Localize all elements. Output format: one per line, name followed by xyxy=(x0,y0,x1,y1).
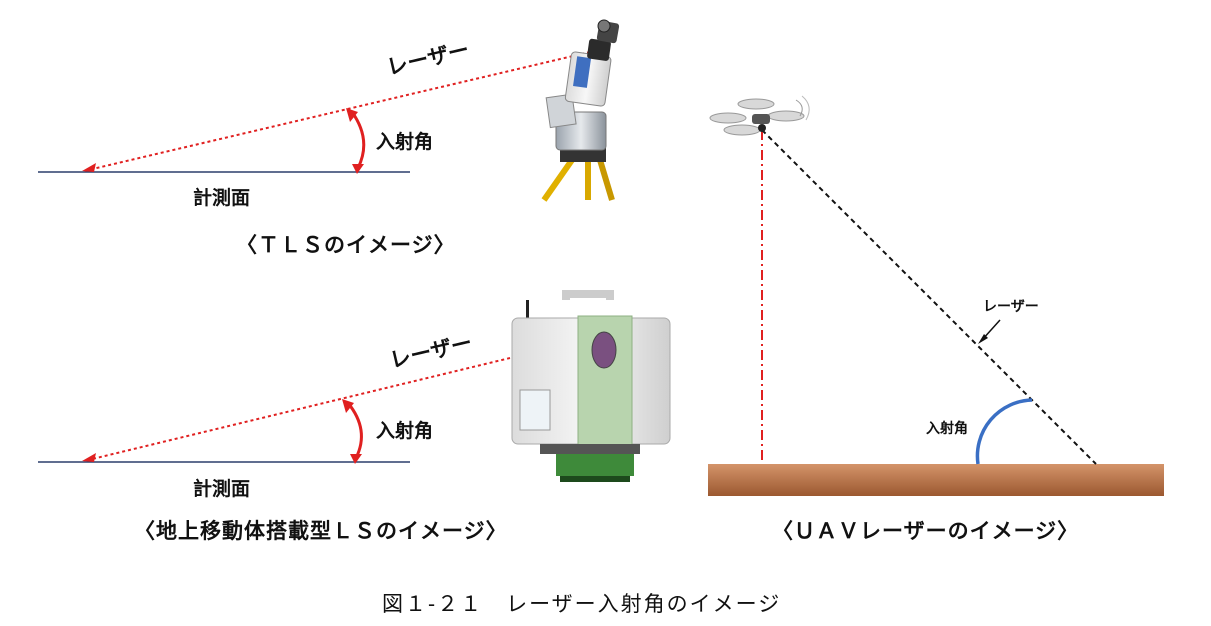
mobile-caption: 〈地上移動体搭載型ＬＳのイメージ〉 xyxy=(134,519,508,543)
uav-diagram xyxy=(708,95,1164,496)
drone-image xyxy=(709,95,810,136)
tls-laser-arrowhead xyxy=(82,163,96,172)
mobile-angle-arrow-top xyxy=(342,399,354,413)
mobile-laser-beam xyxy=(83,357,511,462)
mobile-angle-label: 入射角 xyxy=(376,420,434,442)
uav-angle-label: 入射角 xyxy=(926,421,968,437)
uav-caption: 〈ＵＡＶレーザーのイメージ〉 xyxy=(772,519,1080,543)
tls-angle-label: 入射角 xyxy=(376,131,434,153)
uav-angle-arc xyxy=(975,398,1033,465)
uav-laser-label: レーザー xyxy=(983,299,1039,315)
tls-caption: 〈ＴＬＳのイメージ〉 xyxy=(236,233,456,257)
tls-angle-arc xyxy=(350,111,366,169)
tls-diagram xyxy=(38,19,620,202)
tls-angle-arrow-top xyxy=(346,108,358,122)
tls-scanner-image xyxy=(541,19,620,202)
mobile-surface-label: 計測面 xyxy=(193,478,251,500)
mobile-angle-arrow-bottom xyxy=(350,454,362,464)
tls-angle-arrow-bottom xyxy=(352,164,364,174)
figure-caption: 図１-２１ レーザー入射角のイメージ xyxy=(382,592,782,616)
mobile-angle-arc xyxy=(346,402,363,459)
tls-laser-beam xyxy=(83,51,591,172)
mobile-scanner-image xyxy=(511,290,671,482)
mobile-diagram xyxy=(38,290,671,482)
uav-laser-pointer-head xyxy=(978,334,988,344)
mobile-laser-arrowhead xyxy=(82,453,96,462)
tls-surface-label: 計測面 xyxy=(193,187,251,209)
uav-laser-line xyxy=(761,129,1097,465)
ground-bar xyxy=(708,464,1164,496)
